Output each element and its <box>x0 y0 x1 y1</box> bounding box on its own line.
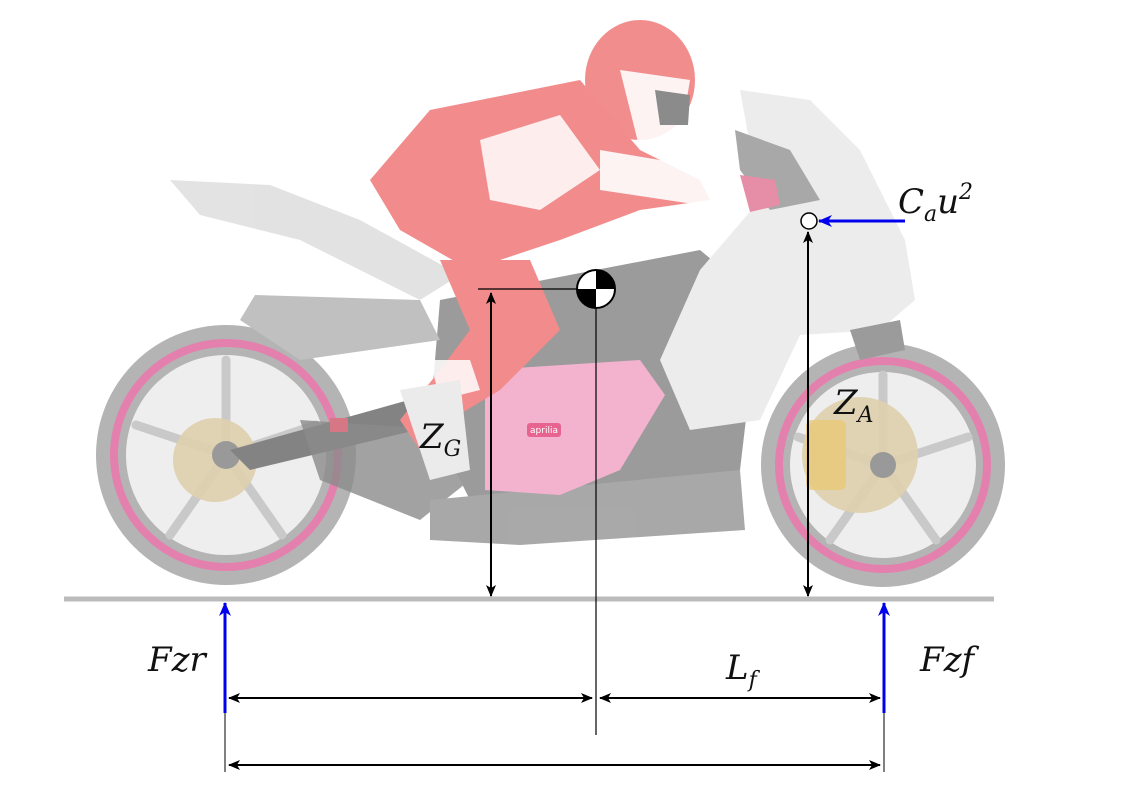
aero-pressure-point <box>800 212 818 230</box>
tail-fairing <box>170 180 460 360</box>
rider <box>370 20 780 480</box>
rear-normal-force-label: Fzr <box>147 640 208 680</box>
brand-logo-text: aprilia <box>530 426 558 436</box>
motorcycle-illustration: aprilia <box>96 20 1005 587</box>
aero-height-label: ZA <box>833 383 874 428</box>
fuel-tank: aprilia <box>485 360 665 495</box>
center-of-gravity <box>478 269 616 735</box>
front-normal-force-label: Fzf <box>919 640 980 680</box>
front-wheel <box>761 343 1005 587</box>
brand-logo <box>527 423 561 437</box>
rear-wheel <box>96 325 356 585</box>
front-cg-distance-label: Lf <box>725 648 761 693</box>
aero-drag-force-label: Cau2 <box>898 180 973 227</box>
cg-height-label: ZG <box>419 417 461 462</box>
